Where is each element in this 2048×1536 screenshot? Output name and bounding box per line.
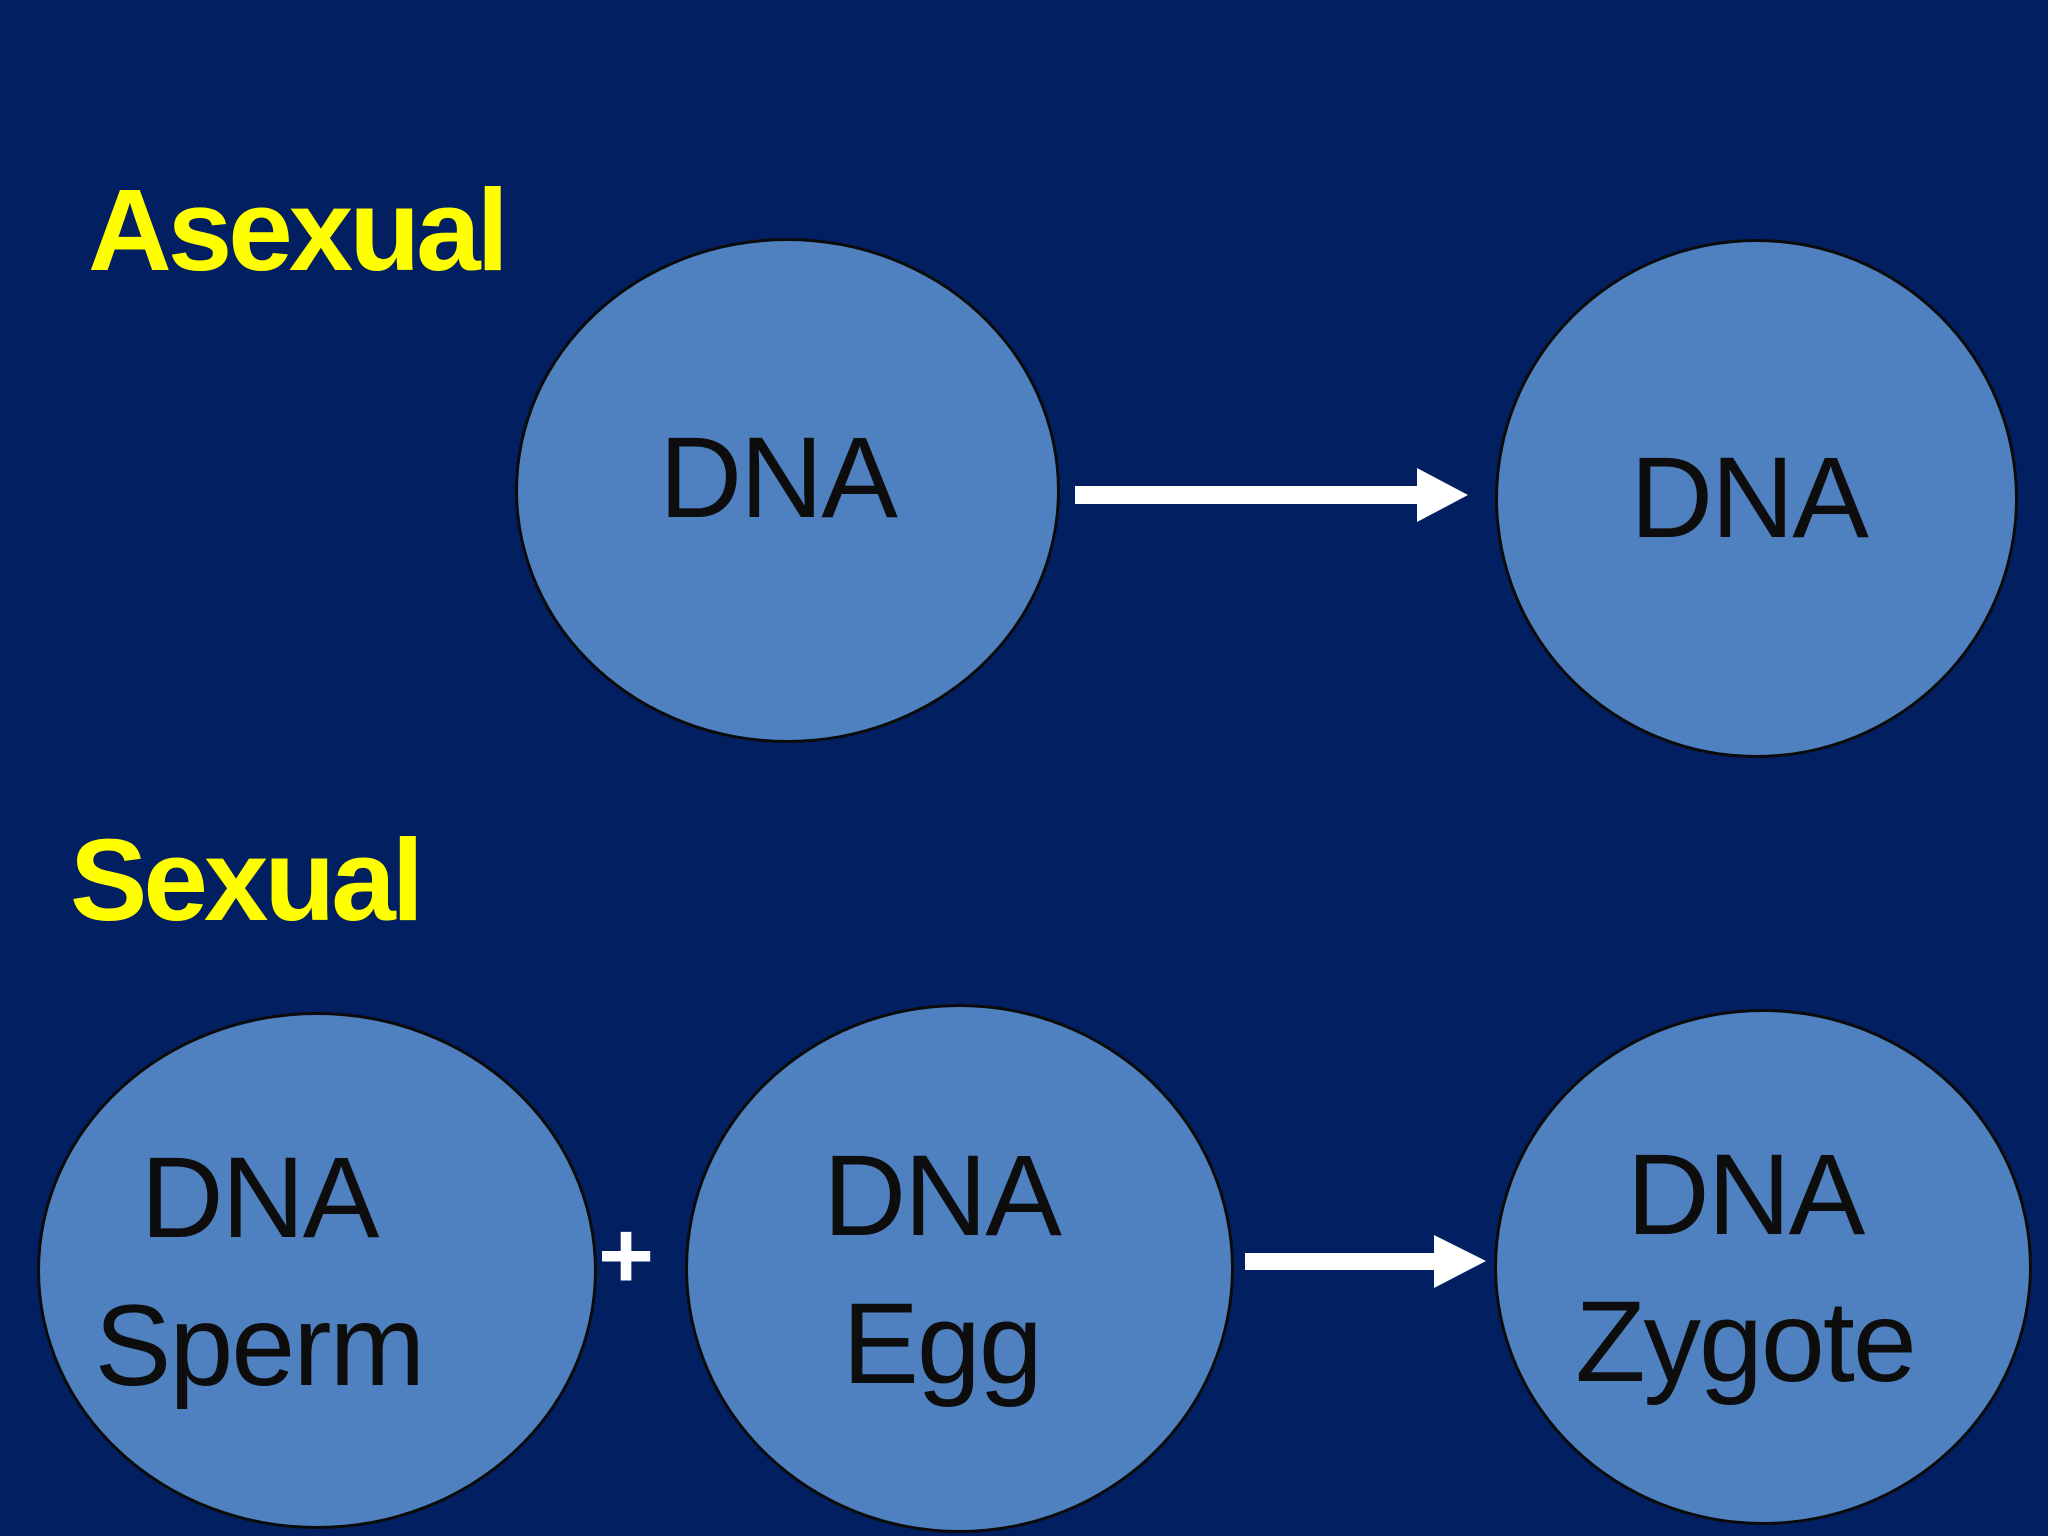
sperm-cell: DNA Sperm [37, 1012, 597, 1529]
zygote-cell: DNA Zygote [1494, 1009, 2032, 1525]
asexual-offspring-cell: DNA [1495, 239, 2018, 758]
asexual-offspring-cell-label: DNA [1630, 425, 1869, 572]
asexual-section-label: Asexual [88, 165, 509, 295]
dna-label: DNA [823, 1132, 1062, 1261]
sperm-cell-label: DNA Sperm [94, 1125, 426, 1419]
dna-label: DNA [140, 1134, 380, 1263]
zygote-cell-label: DNA Zygote [1575, 1122, 1917, 1416]
sexual-arrow-right-icon [1245, 1235, 1486, 1288]
plus-icon: + [566, 1200, 686, 1312]
egg-cell-label: DNA Egg [823, 1123, 1062, 1417]
dna-label: DNA [659, 413, 898, 542]
asexual-parent-cell-label: DNA [659, 405, 898, 552]
egg-label: Egg [842, 1279, 1043, 1408]
sexual-section-label: Sexual [70, 815, 424, 945]
asexual-arrow-right-icon [1075, 468, 1468, 522]
zygote-label: Zygote [1575, 1278, 1917, 1406]
sperm-label: Sperm [94, 1281, 426, 1410]
dna-label: DNA [1626, 1130, 1866, 1259]
asexual-parent-cell: DNA [515, 238, 1060, 743]
dna-label: DNA [1630, 433, 1869, 562]
egg-cell: DNA Egg [685, 1004, 1234, 1533]
plus-symbol-label: + [597, 1202, 655, 1309]
